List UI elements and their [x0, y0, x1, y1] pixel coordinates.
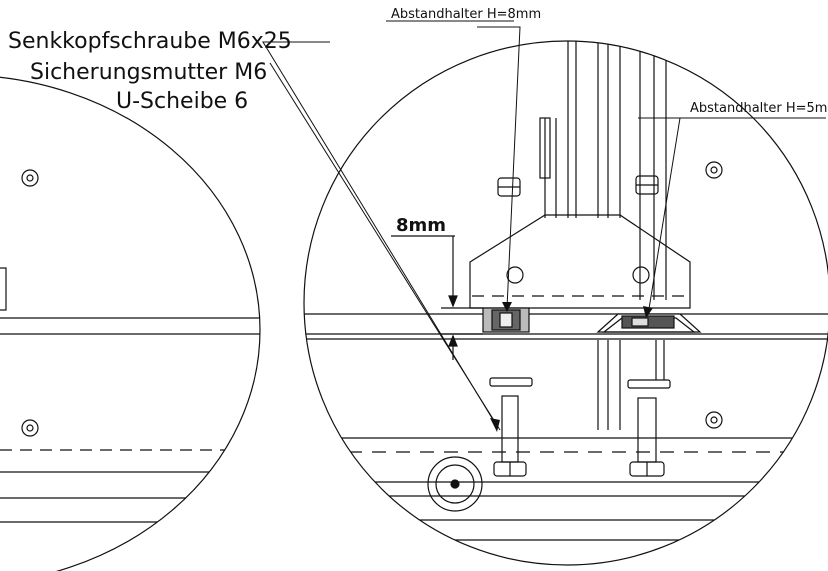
callout-washer: U-Scheibe 6	[116, 89, 248, 114]
callout-arrowheads	[490, 302, 653, 432]
bolt-left	[489, 377, 533, 477]
spacer-8mm	[482, 307, 530, 333]
lower-rail	[304, 437, 828, 541]
spacer-5mm	[596, 313, 702, 333]
dimension-label: 8mm	[396, 215, 446, 236]
left-detail-view	[0, 76, 261, 571]
foot-hole-right	[632, 266, 650, 284]
left-detail-circle	[0, 76, 261, 571]
upper-nuts	[497, 175, 659, 197]
left-bolt-head-top	[21, 169, 39, 187]
side-bolt-heads	[705, 161, 723, 429]
bolt-right	[627, 340, 671, 477]
callout-spacer-8: Abstandhalter H=8mm	[391, 7, 541, 22]
wheel	[427, 456, 483, 512]
callout-spacer-5: Abstandhalter H=5mm	[690, 101, 828, 116]
vertical-frame	[539, 41, 667, 430]
left-bolt-head-bottom	[21, 419, 39, 437]
dimension-8mm	[391, 235, 483, 360]
callout-nut: Sicherungsmutter M6	[30, 60, 267, 85]
right-detail-view	[303, 40, 828, 566]
foot-hole-left	[506, 266, 524, 284]
callout-screw: Senkkopfschraube M6x25	[8, 29, 292, 54]
right-detail-circle	[303, 40, 828, 566]
callout-leaders	[262, 26, 826, 431]
base-plate	[304, 313, 828, 340]
